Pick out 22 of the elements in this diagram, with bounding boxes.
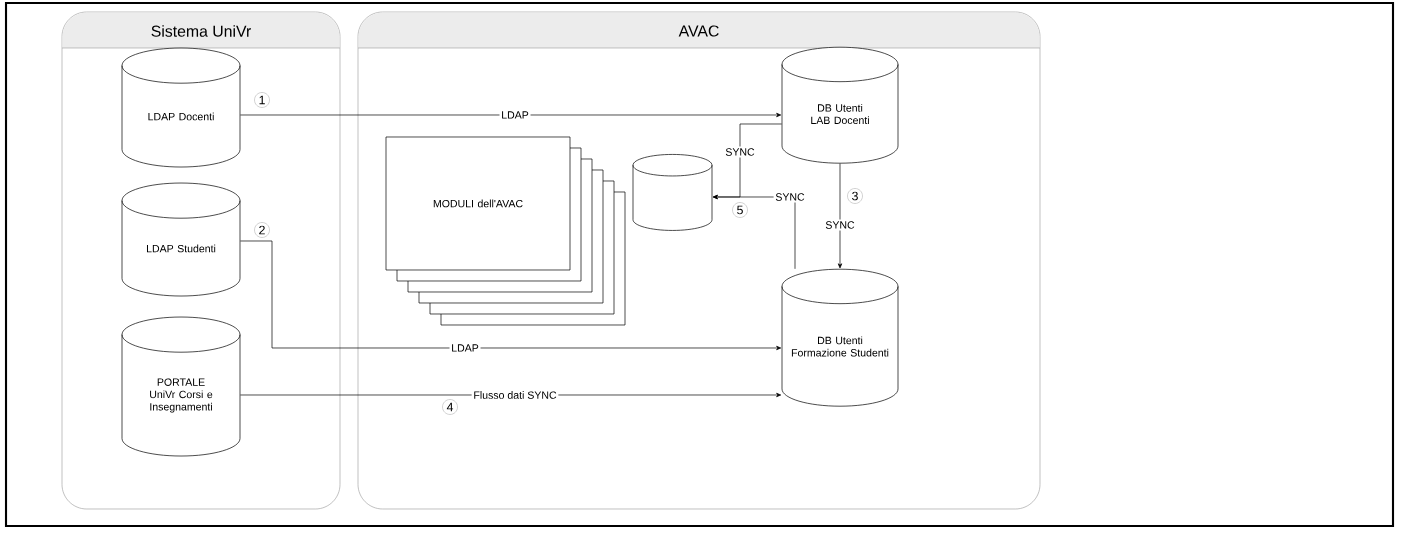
callout-number: 1 xyxy=(254,92,270,108)
edge-label: SYNC xyxy=(823,219,857,231)
database-cylinder: DB Utenti LAB Docenti xyxy=(781,46,899,164)
callout-number: 4 xyxy=(442,399,458,415)
database-cylinder: LDAP Docenti xyxy=(121,47,241,168)
callout-number: 2 xyxy=(254,222,270,238)
database-cylinder: DB Utenti Formazione Studenti xyxy=(781,268,899,407)
database-cylinder: LDAP Studenti xyxy=(121,182,241,297)
edge-label: LDAP xyxy=(449,342,481,354)
stacked-pages: MODULI dell'AVAC xyxy=(385,136,626,326)
connector xyxy=(240,112,782,118)
callout-number: 3 xyxy=(847,188,863,204)
edge-label: SYNC xyxy=(723,146,757,158)
connector xyxy=(240,240,782,351)
edge-label: LDAP xyxy=(499,109,531,121)
connector xyxy=(837,163,843,269)
database-cylinder: PORTALE UniVr Corsi e Insegnamenti xyxy=(121,316,241,457)
connector xyxy=(712,194,796,270)
edge-label: Flusso dati SYNC xyxy=(471,389,559,401)
edge-label: SYNC xyxy=(773,191,807,203)
callout-number: 5 xyxy=(732,202,748,218)
database-cylinder xyxy=(632,154,713,231)
